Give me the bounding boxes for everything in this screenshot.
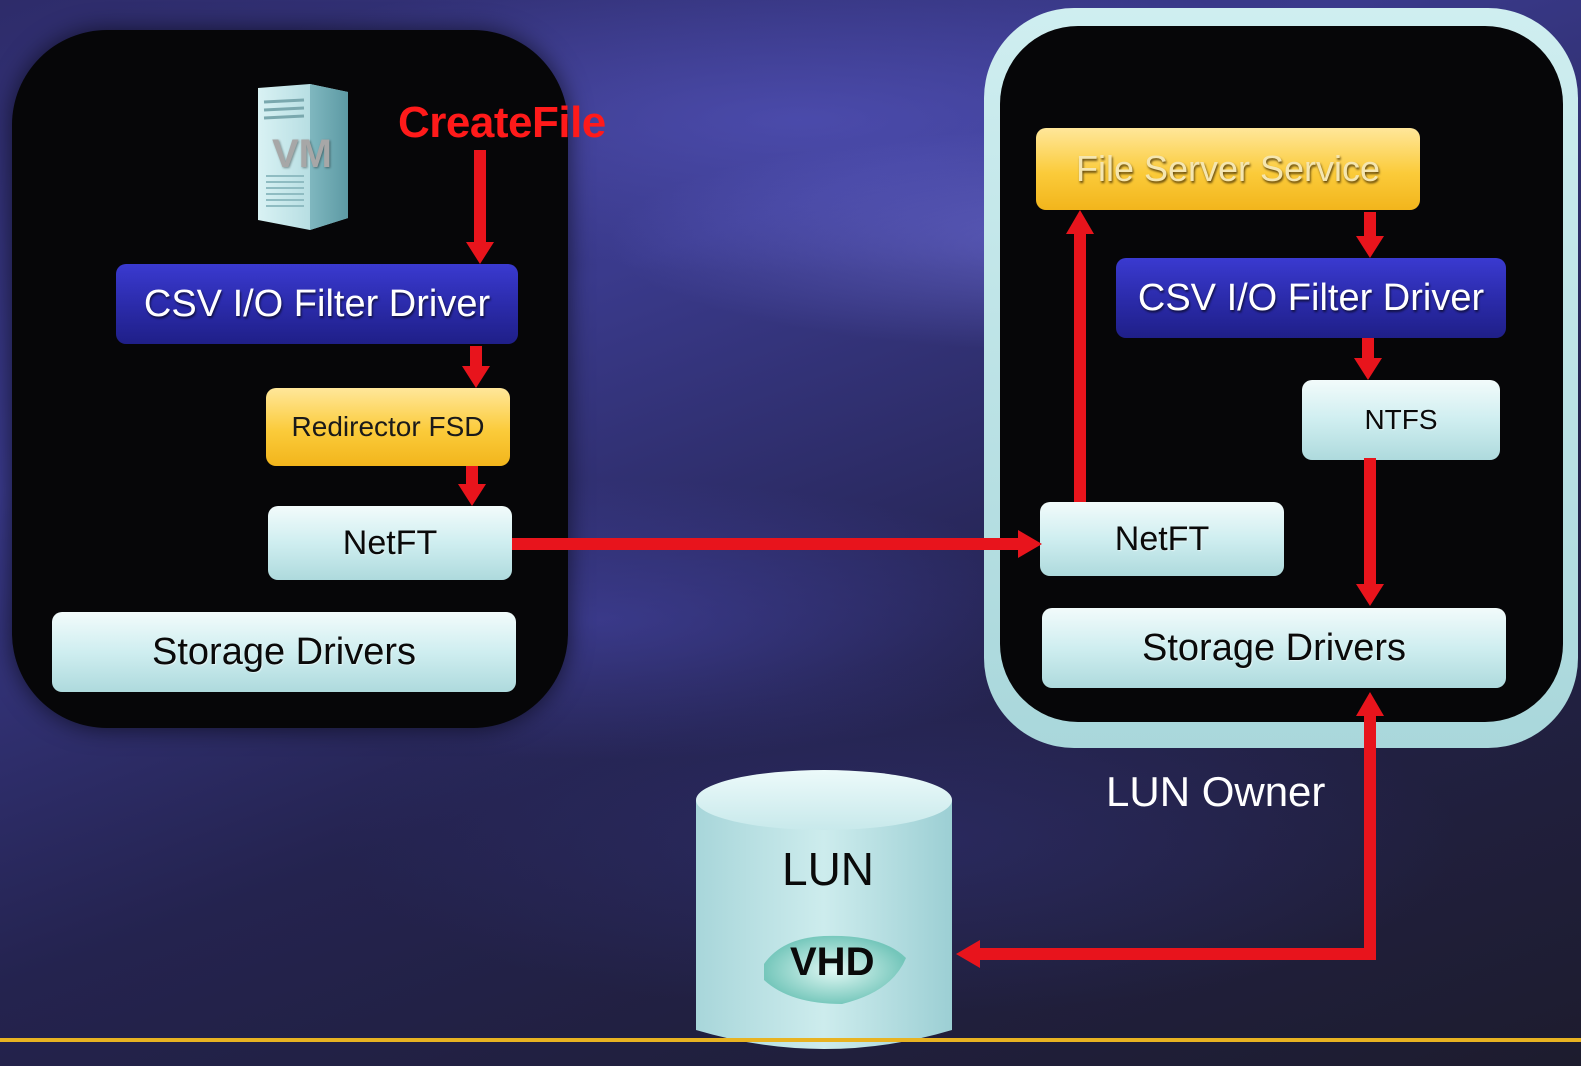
left-storage-drivers: Storage Drivers — [52, 612, 516, 692]
lun-owner-caption: LUN Owner — [1106, 768, 1326, 815]
arrow-filter-to-redirector — [470, 346, 482, 368]
lun-disk-icon — [696, 770, 952, 1049]
file-server-service: File Server Service — [1036, 128, 1420, 210]
arrow-netft-to-fileserver — [1074, 232, 1086, 502]
lun-label: LUN — [782, 843, 875, 895]
arrow-filter-to-ntfs — [1362, 338, 1374, 360]
arrow-storage-to-lun-horizontal — [976, 948, 1376, 960]
right-ntfs: NTFS — [1302, 380, 1500, 460]
vhd-label: VHD — [790, 940, 875, 984]
right-csv-filter-driver: CSV I/O Filter Driver — [1116, 258, 1506, 338]
bottom-accent-rule — [0, 1038, 1581, 1042]
left-netft: NetFT — [268, 506, 512, 580]
right-netft: NetFT — [1040, 502, 1284, 576]
right-storage-drivers: Storage Drivers — [1042, 608, 1506, 688]
vm-label: VM — [272, 132, 332, 176]
arrow-fileserver-to-filter — [1364, 212, 1376, 240]
server-icon — [258, 84, 348, 230]
arrow-ntfs-to-storage — [1364, 458, 1376, 586]
left-redirector-fsd: Redirector FSD — [266, 388, 510, 466]
arrow-createfile-to-filter — [474, 150, 486, 246]
createfile-label: CreateFile — [398, 98, 606, 147]
left-csv-filter-driver: CSV I/O Filter Driver — [116, 264, 518, 344]
arrow-storage-to-lun-vertical — [1364, 712, 1376, 960]
arrow-redirector-to-netft — [466, 466, 478, 486]
arrow-netft-to-netft — [512, 538, 1020, 550]
